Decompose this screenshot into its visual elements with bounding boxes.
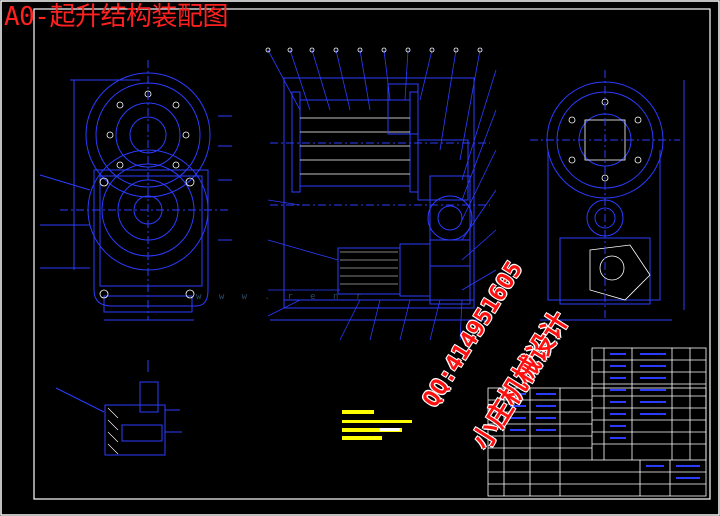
parts-list-table (487, 347, 707, 497)
watermark-site: w w w . r e n r (196, 292, 368, 302)
left-end-view (39, 60, 232, 321)
drawing-border-inner (33, 8, 711, 500)
drawing-title: A0-起升结构装配图 (4, 2, 228, 32)
technical-notes-bars (342, 410, 412, 440)
right-end-view (530, 70, 685, 321)
center-section-view (265, 47, 497, 341)
detail-view (55, 360, 182, 456)
